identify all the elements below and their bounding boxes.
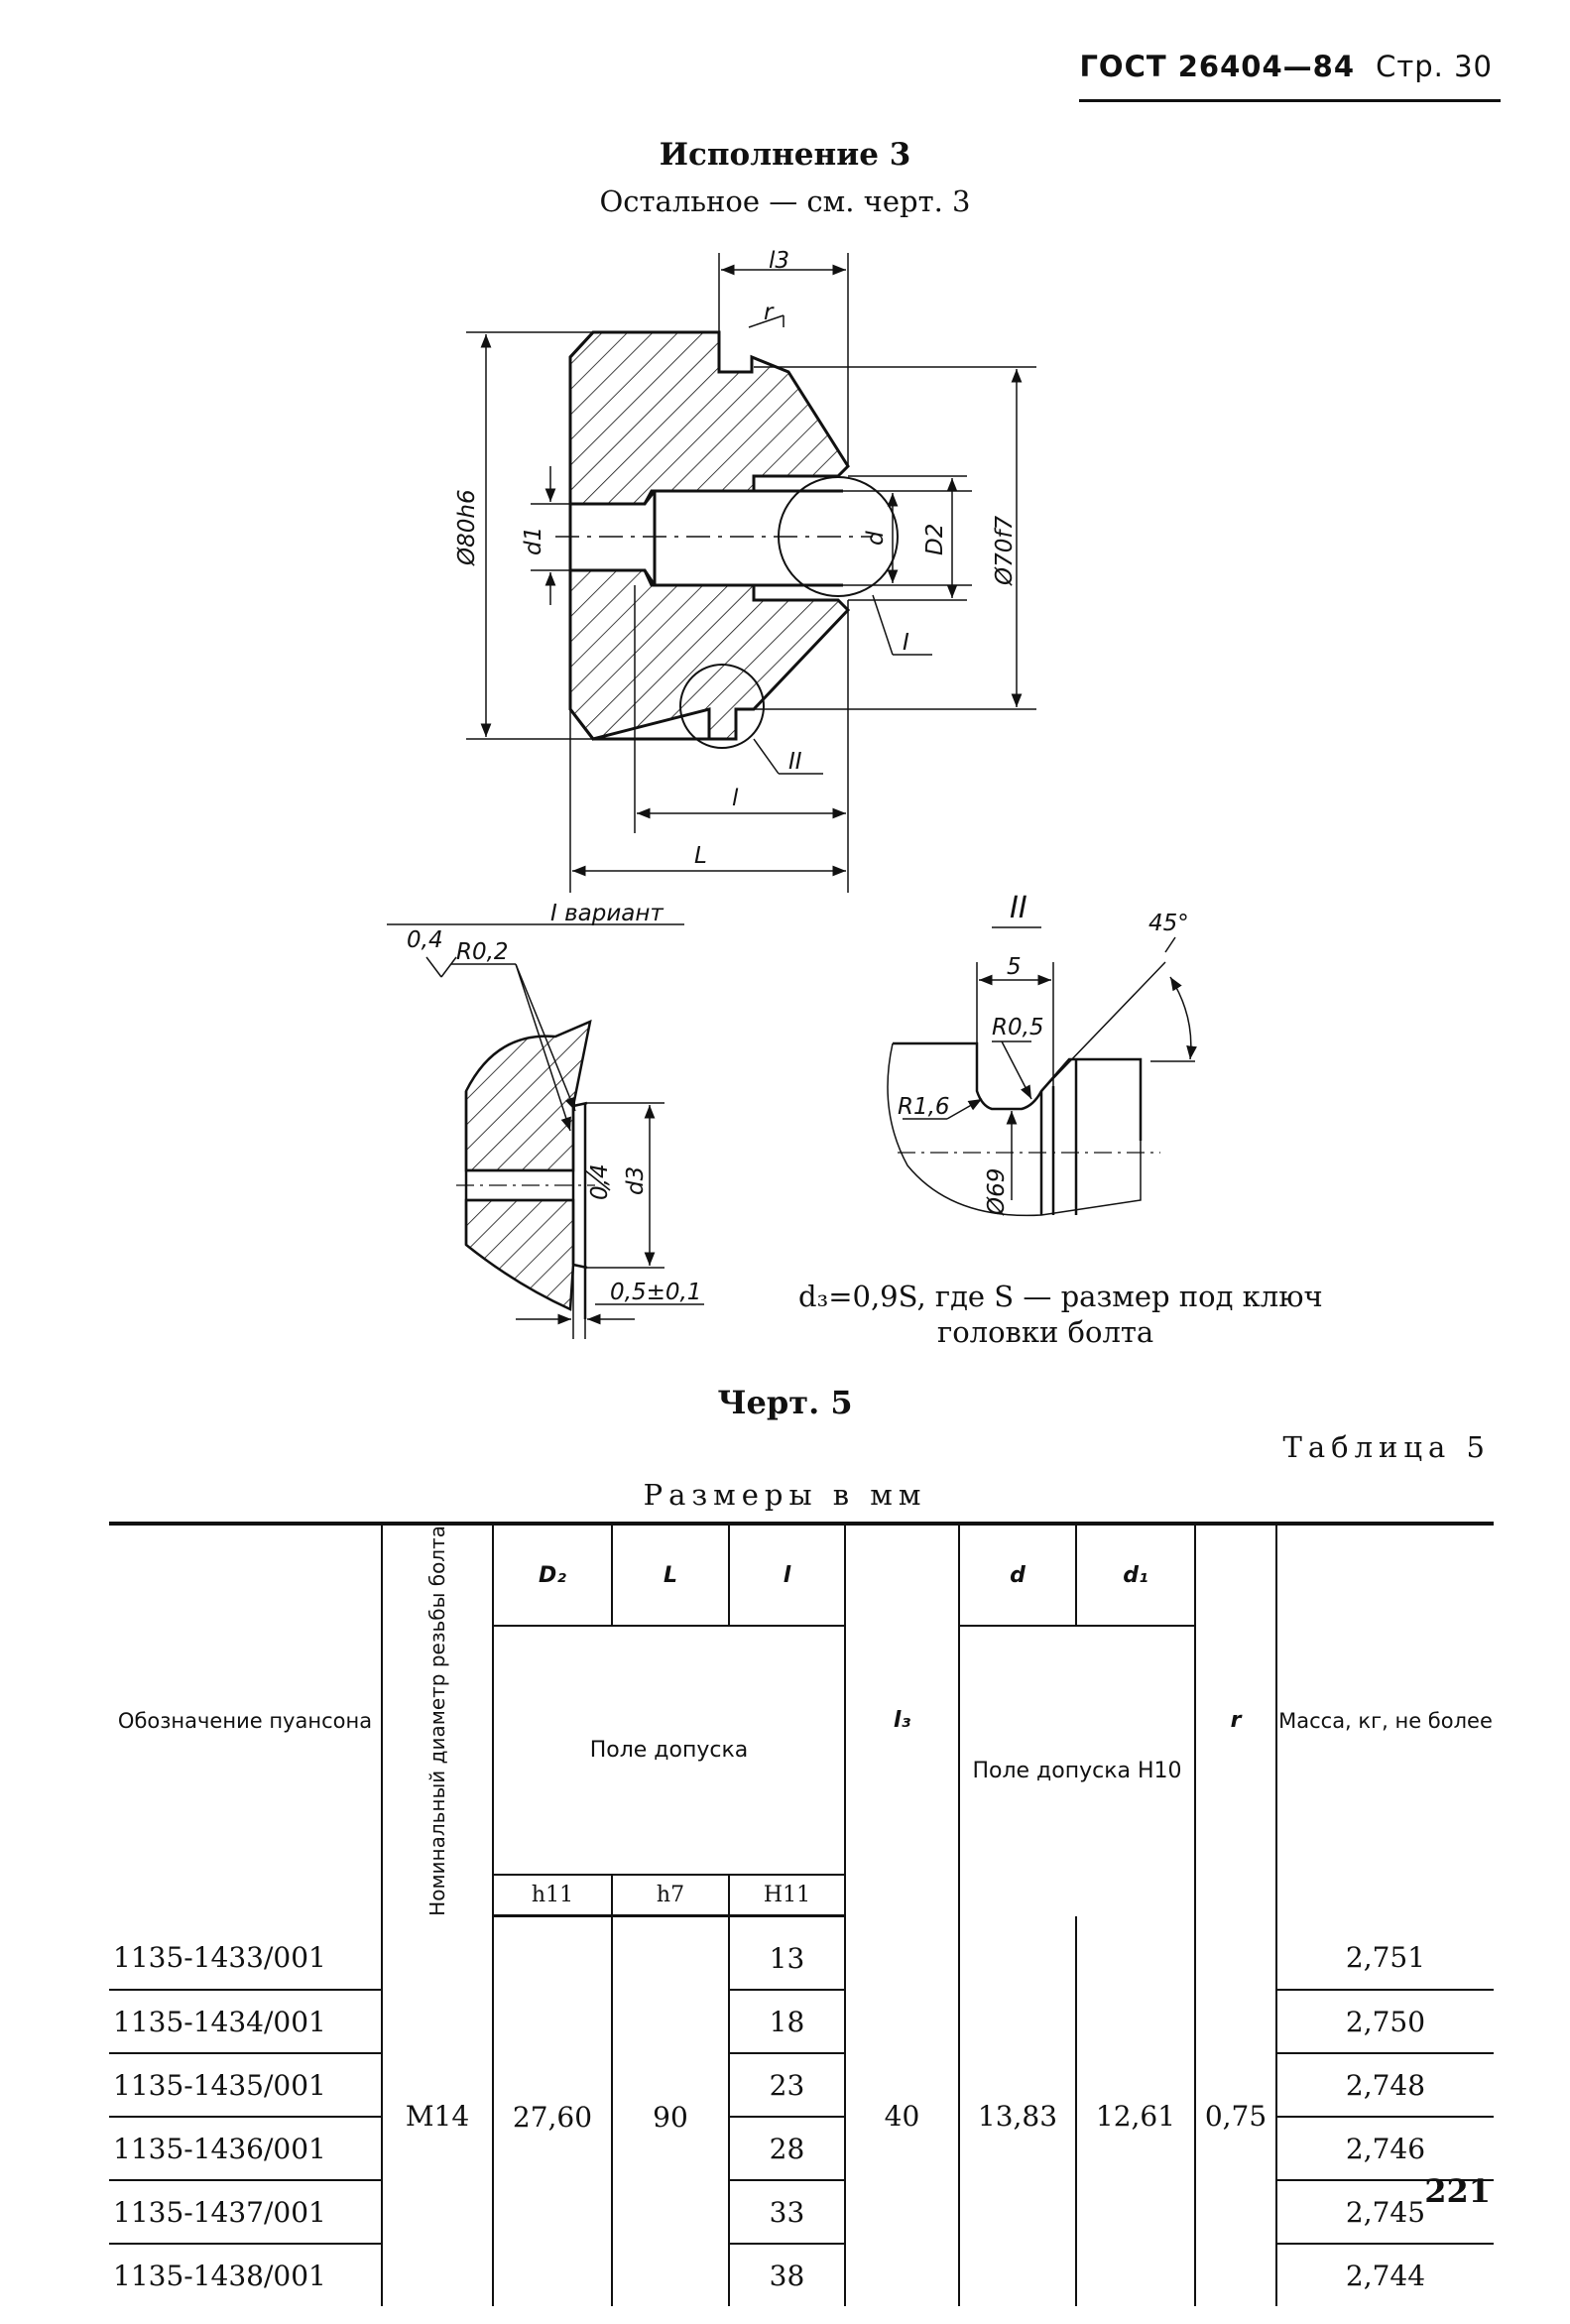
angle-45-label: 45° bbox=[1148, 911, 1189, 936]
col-d1: d₁ bbox=[1075, 1522, 1195, 1626]
dim-5-label: 5 bbox=[1007, 954, 1022, 980]
detail-II-view bbox=[887, 1041, 1160, 1217]
execution-title: Исполнение 3 bbox=[659, 137, 911, 173]
page-header: ГОСТ 26404—84 Стр. 30 bbox=[1079, 50, 1493, 83]
nominal-cell: M14 bbox=[381, 1915, 493, 2307]
dim-d1-label: d1 bbox=[521, 527, 546, 555]
designation-cell: 1135-1436/001 bbox=[109, 2117, 382, 2182]
mass-cell: 2,744 bbox=[1275, 2244, 1494, 2307]
d-cell: 13,83 bbox=[958, 1915, 1076, 2307]
table-row: 1135-1435/001 23 2,748 bbox=[109, 2053, 1494, 2119]
designation-cell: 1135-1434/001 bbox=[109, 1990, 382, 2055]
roughness-2-label: 0,4 bbox=[587, 1163, 613, 1200]
tol-h7: h7 bbox=[611, 1873, 729, 1918]
figure-caption: Черт. 5 bbox=[717, 1384, 853, 1421]
l-cell: 33 bbox=[728, 2180, 845, 2246]
dim-d80-label: Ø80h6 bbox=[454, 489, 480, 566]
dim-d-label: d bbox=[863, 531, 889, 546]
detail-II-dimensions bbox=[903, 926, 1197, 1200]
col-D2: D₂ bbox=[492, 1522, 612, 1626]
designation-cell: 1135-1433/001 bbox=[109, 1915, 382, 1992]
table-row: 1135-1438/001 38 2,744 bbox=[109, 2244, 1494, 2307]
col-mass: Масса, кг, не более bbox=[1275, 1522, 1494, 1916]
col-nominal-diameter: Номинальный диаметр резьбы болта bbox=[381, 1522, 493, 1916]
view-II-label: II bbox=[788, 749, 802, 775]
technical-drawing: l3 r Ø80h6 Ø70f7 d1 d D2 I II l L I в bbox=[387, 248, 1197, 1339]
detail-I-view bbox=[456, 1019, 595, 1319]
variant-label: I вариант bbox=[550, 901, 664, 926]
roughness-label: 0,4 bbox=[407, 927, 443, 953]
dim-r-label: r bbox=[764, 300, 775, 325]
mass-cell: 2,746 bbox=[1275, 2117, 1494, 2182]
radius-R16-label: R1,6 bbox=[898, 1094, 950, 1120]
mass-cell: 2,751 bbox=[1275, 1915, 1494, 1992]
col-r: r bbox=[1194, 1522, 1276, 1916]
r-cell: 0,75 bbox=[1194, 1915, 1276, 2307]
radius-R02-label: R0,2 bbox=[456, 939, 509, 965]
radius-R05-label: R0,5 bbox=[992, 1015, 1044, 1040]
l-cell: 23 bbox=[728, 2053, 845, 2119]
note-d3-line2: головки болта bbox=[937, 1315, 1154, 1349]
col-designation: Обозначение пуансона bbox=[109, 1522, 382, 1916]
dim-L-label: L bbox=[694, 843, 707, 869]
l-cell: 18 bbox=[728, 1990, 845, 2055]
l-cell: 13 bbox=[728, 1915, 845, 1992]
tol-H11: H11 bbox=[728, 1873, 845, 1918]
mass-cell: 2,748 bbox=[1275, 2053, 1494, 2119]
detail-I-dimensions bbox=[387, 923, 704, 1339]
table-row: 1135-1436/001 28 2,746 bbox=[109, 2117, 1494, 2182]
detail-II-label: II bbox=[1010, 891, 1027, 925]
dim-l3-label: l3 bbox=[769, 248, 789, 274]
table-number: Таблица 5 bbox=[1282, 1430, 1491, 1464]
table-row: 1135-1433/001 M14 27,60 90 13 40 13,83 1… bbox=[109, 1915, 1494, 2307]
note-d3-line1: d₃=0,9S, где S — размер под ключ bbox=[798, 1280, 1323, 1313]
table-row: 1135-1434/001 18 2,750 bbox=[109, 1990, 1494, 2055]
L-cell: 90 bbox=[611, 1915, 729, 2307]
dim-d3-label: d3 bbox=[623, 1166, 649, 1195]
col-d: d bbox=[958, 1522, 1076, 1626]
header-rule bbox=[1079, 99, 1501, 102]
designation-cell: 1135-1437/001 bbox=[109, 2180, 382, 2246]
tolerance-H10-header: Поле допуска H10 bbox=[958, 1625, 1195, 1916]
tolerance-05-label: 0,5±0,1 bbox=[610, 1280, 701, 1305]
view-I-label: I bbox=[903, 630, 909, 656]
table-row: 1135-1437/001 33 2,745 bbox=[109, 2180, 1494, 2246]
dim-d70-label: Ø70f7 bbox=[992, 516, 1018, 586]
page-number: 221 bbox=[1424, 2172, 1491, 2210]
page-ref: Стр. 30 bbox=[1376, 50, 1493, 83]
D2-cell: 27,60 bbox=[492, 1915, 612, 2307]
col-l: l bbox=[728, 1522, 845, 1626]
l3-cell: 40 bbox=[844, 1915, 959, 2307]
main-dimensions bbox=[466, 253, 1036, 893]
dim-l-label: l bbox=[732, 786, 739, 811]
l-cell: 38 bbox=[728, 2244, 845, 2307]
dim-d69-label: Ø69 bbox=[984, 1168, 1010, 1216]
tol-h11: h11 bbox=[492, 1873, 612, 1918]
mass-cell: 2,750 bbox=[1275, 1990, 1494, 2055]
standard-number: ГОСТ 26404—84 bbox=[1079, 50, 1355, 83]
execution-subtitle: Остальное — см. черт. 3 bbox=[599, 184, 971, 218]
dim-D2-label: D2 bbox=[922, 524, 948, 555]
d1-cell: 12,61 bbox=[1075, 1915, 1195, 2307]
col-L: L bbox=[611, 1522, 729, 1626]
table-units: Размеры в мм bbox=[643, 1478, 927, 1512]
dimensions-table: Обозначение пуансона Номинальный диаметр… bbox=[109, 1522, 1494, 2307]
col-l3: l₃ bbox=[844, 1522, 959, 1916]
tolerance-field-header: Поле допуска bbox=[492, 1625, 845, 1875]
main-section-view bbox=[555, 330, 899, 749]
mass-cell: 2,745 bbox=[1275, 2180, 1494, 2246]
designation-cell: 1135-1438/001 bbox=[113, 2259, 326, 2292]
l-cell: 28 bbox=[728, 2117, 845, 2182]
designation-cell: 1135-1435/001 bbox=[109, 2053, 382, 2119]
